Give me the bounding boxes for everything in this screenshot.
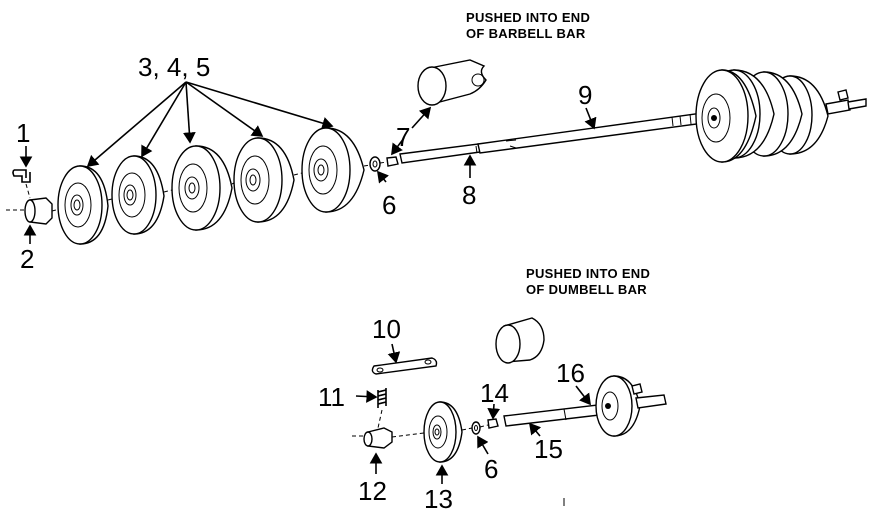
part-labels: 1 2 3, 4, 5 6 7 8 9 10 11 12 13 6 14 15 … <box>16 52 592 514</box>
label-part-8: 8 <box>462 180 476 210</box>
barbell-leader-lines <box>19 81 597 244</box>
notes: PUSHED INTO END OF BARBELL BAR PUSHED IN… <box>466 10 650 297</box>
barbell-plate-1 <box>57 165 109 245</box>
label-part-15: 15 <box>534 434 563 464</box>
barbell-plate-5 <box>293 127 365 213</box>
part-10-wrench <box>371 357 438 375</box>
label-part-6-barbell: 6 <box>382 190 396 220</box>
dumbbell-assembly <box>352 317 667 506</box>
barbell-end-cap-insert <box>417 59 487 106</box>
label-part-9: 9 <box>578 80 592 110</box>
part-6-washer-dumbbell <box>471 421 489 435</box>
barbell-plate-4 <box>231 137 295 223</box>
label-parts-3-4-5: 3, 4, 5 <box>138 52 210 82</box>
part-14-end-plug <box>487 418 499 429</box>
label-part-10: 10 <box>372 314 401 344</box>
label-part-12: 12 <box>358 476 387 506</box>
label-part-11: 11 <box>318 382 345 412</box>
barbell-assembly <box>6 59 867 245</box>
label-part-6-dumbbell: 6 <box>484 454 498 484</box>
part-2-collar <box>6 197 69 225</box>
dumbbell-leader-lines <box>355 343 591 484</box>
part-8-inner-bar <box>399 142 486 164</box>
label-part-1: 1 <box>16 118 30 148</box>
part-1-collar-screw <box>12 169 31 199</box>
part-6-washer-barbell <box>363 156 381 172</box>
dumbbell-end-cap-insert <box>495 317 545 364</box>
part-15-dumbbell-bar <box>503 403 609 427</box>
label-part-14: 14 <box>480 378 509 408</box>
label-part-2: 2 <box>20 244 34 274</box>
part-12-collar <box>352 427 425 449</box>
label-part-13: 13 <box>424 484 453 514</box>
label-part-7: 7 <box>396 122 410 152</box>
barbell-plate-3 <box>163 145 233 231</box>
part-16-assembled-dumbbell-plate <box>595 375 667 437</box>
barbell-plate-2 <box>107 155 165 235</box>
part-13-dumbbell-plate <box>423 401 473 463</box>
dumbell-note-line1: PUSHED INTO END <box>526 266 650 281</box>
dumbell-note-line2: OF DUMBELL BAR <box>526 282 647 297</box>
part-11-spring-screw <box>377 388 387 429</box>
assembled-barbell-plates <box>695 69 867 163</box>
barbell-note-line1: PUSHED INTO END <box>466 10 590 25</box>
label-part-16: 16 <box>556 358 585 388</box>
barbell-note-line2: OF BARBELL BAR <box>466 26 586 41</box>
part-7-end-plug <box>379 156 399 167</box>
